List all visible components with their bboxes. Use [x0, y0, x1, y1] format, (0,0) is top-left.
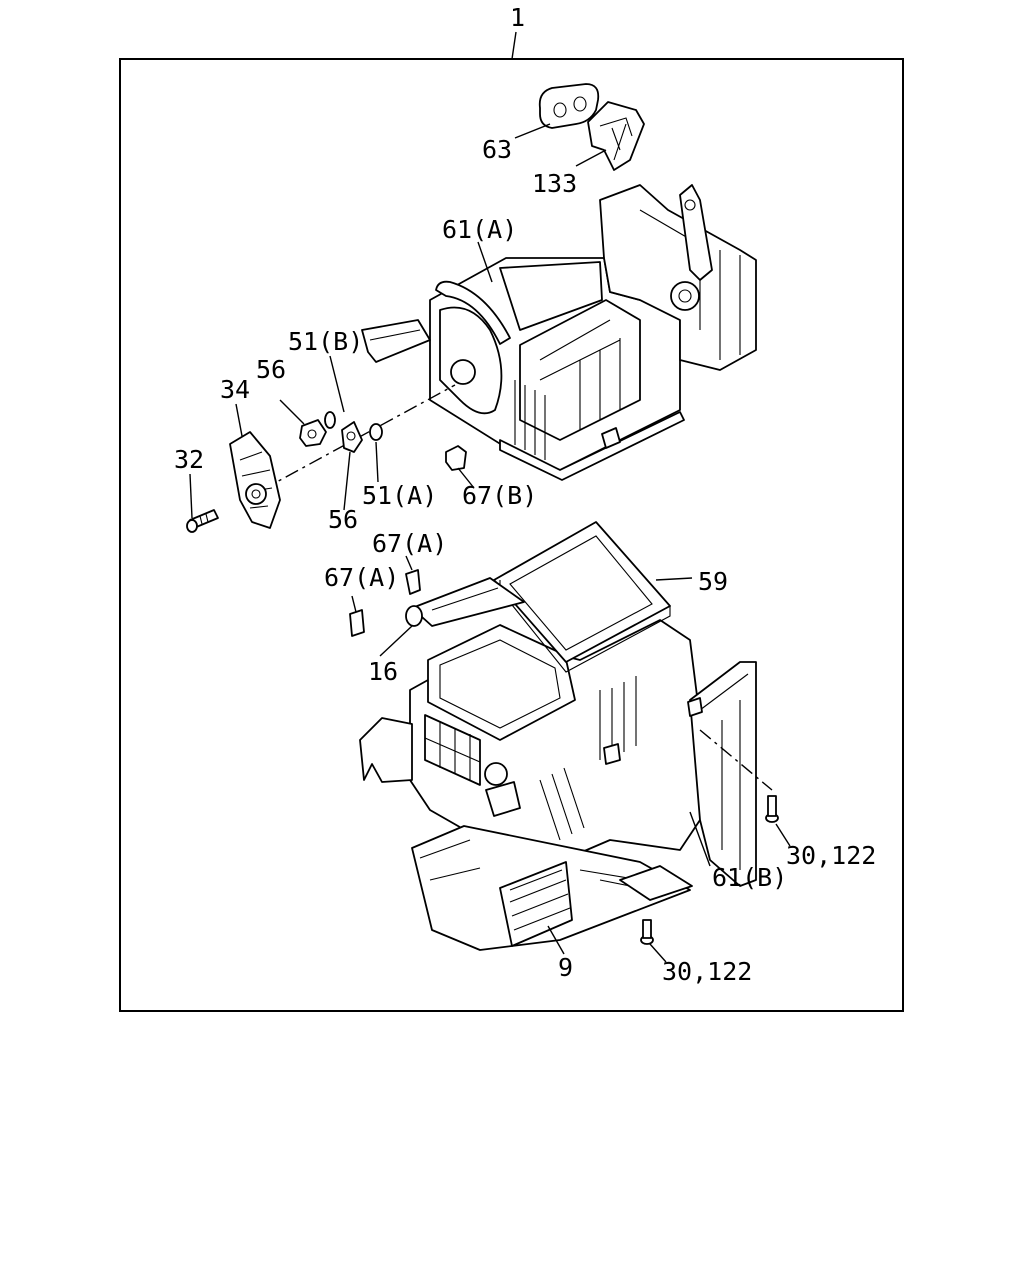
- link-56-upper: [299, 419, 327, 447]
- seal-133: [587, 101, 645, 171]
- label-56-lower: 56: [328, 505, 358, 534]
- screw-30-lower: [640, 919, 654, 945]
- screw-32: [186, 509, 219, 533]
- link-plate-34: [229, 431, 281, 529]
- screw-30-upper: [765, 795, 779, 823]
- label-51b: 51(B): [288, 327, 363, 356]
- lower-duct-9: [411, 825, 693, 951]
- label-34: 34: [220, 375, 250, 404]
- label-assembly-1: 1: [510, 3, 525, 32]
- filter-59: [493, 521, 671, 673]
- clip-67a-upper: [405, 569, 421, 595]
- label-63: 63: [482, 135, 512, 164]
- label-16: 16: [368, 657, 398, 686]
- label-67b: 67(B): [462, 481, 537, 510]
- duct-16: [405, 577, 525, 627]
- label-56-upper: 56: [256, 355, 286, 384]
- label-32: 32: [174, 445, 204, 474]
- label-61a: 61(A): [442, 215, 517, 244]
- label-133: 133: [532, 169, 577, 198]
- label-67a-upper: 67(A): [372, 529, 447, 558]
- label-61b: 61(B): [712, 863, 787, 892]
- label-30-122-lower: 30,122: [662, 957, 752, 986]
- clip-67a-lower: [349, 609, 365, 637]
- washer-51b: [324, 411, 336, 429]
- diagram-frame: [119, 58, 904, 1012]
- assembly-leader: [511, 31, 517, 60]
- clip-67b: [445, 445, 467, 471]
- label-9: 9: [558, 953, 573, 982]
- link-56-lower: [341, 421, 363, 453]
- label-59: 59: [698, 567, 728, 596]
- lower-case-61b: [359, 619, 757, 887]
- label-30-122-upper: 30,122: [786, 841, 876, 870]
- label-67a-lower: 67(A): [324, 563, 399, 592]
- washer-51a: [369, 423, 383, 441]
- upper-case-61a: [361, 184, 757, 481]
- label-51a: 51(A): [362, 481, 437, 510]
